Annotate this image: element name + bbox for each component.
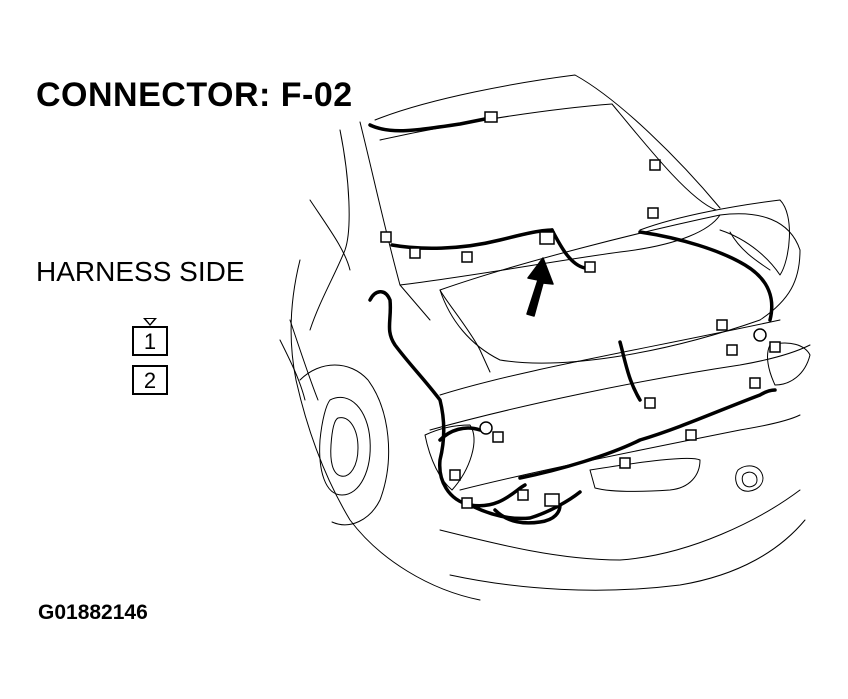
- harness-taillight-left: [438, 426, 482, 442]
- left-quarter: [289, 319, 319, 401]
- rear-panel-upper: [439, 319, 781, 396]
- connector-lock-marker-icon: [143, 318, 157, 326]
- connector-roof: [484, 111, 498, 123]
- harness-trunk-mid: [618, 340, 642, 402]
- spoiler: [639, 199, 790, 276]
- connector-right-bumper: [749, 377, 761, 389]
- bumper-bottom: [449, 519, 806, 591]
- trunk-lid-back: [759, 249, 801, 321]
- connector-upper-right: [649, 159, 661, 171]
- connector-bumper-2: [619, 457, 631, 469]
- trunk-lid-left: [439, 289, 491, 373]
- connector-trunk-1: [716, 319, 728, 331]
- connector-left-side: [449, 469, 461, 481]
- trunk-lid-top: [439, 213, 801, 291]
- connector-shelf-left: [380, 231, 392, 243]
- connector-shelf-2: [461, 251, 473, 263]
- connector-trunk-3: [769, 341, 781, 353]
- wheel-inner: [330, 417, 359, 477]
- connector-title: CONNECTOR: F-02: [36, 76, 353, 114]
- connector-pin-1: 1: [132, 326, 168, 356]
- connector-lower-3: [461, 497, 473, 509]
- connector-f02: [539, 231, 555, 245]
- c-pillar: [309, 129, 350, 331]
- connector-bumper-1: [685, 429, 697, 441]
- connector-lower-2: [544, 493, 560, 507]
- grommet-1: [479, 421, 493, 435]
- rear-window-left: [359, 121, 431, 321]
- connector-trunk-2: [726, 344, 738, 356]
- rear-window-right: [611, 103, 717, 211]
- connector-tl-left: [492, 431, 504, 443]
- harness-trunk: [638, 230, 774, 322]
- trunk-lid-front: [439, 289, 761, 364]
- connector-pin-2: 2: [132, 365, 168, 395]
- rear-window-top: [379, 103, 613, 141]
- harness-left-loop: [368, 290, 527, 508]
- figure-code: G01882146: [38, 601, 148, 624]
- shelf-line: [399, 214, 721, 286]
- connector-shelf-1: [409, 247, 421, 259]
- spoiler-stand: [729, 231, 771, 271]
- roof-outline: [374, 74, 721, 209]
- bumper-top: [459, 414, 801, 491]
- connector-shelf-3: [584, 261, 596, 273]
- tail-light-right: [767, 342, 811, 386]
- harness-roof: [368, 116, 492, 133]
- harness-lower-loop: [493, 503, 562, 525]
- location-arrow-icon: [526, 257, 554, 317]
- harness-shelf-right: [550, 228, 587, 270]
- grommet-2: [753, 328, 767, 342]
- harness-side-label: HARNESS SIDE: [36, 256, 245, 287]
- exhaust: [735, 465, 764, 492]
- tail-light-left: [424, 424, 475, 491]
- body-side-upper: [309, 199, 351, 271]
- connector-lower-1: [517, 489, 529, 501]
- bumper-lower: [439, 489, 801, 561]
- connector-spoiler: [647, 207, 659, 219]
- license-recess: [589, 457, 701, 492]
- connector-trunk-4: [644, 397, 656, 409]
- harness-bottom: [468, 490, 582, 521]
- rear-panel-top: [429, 344, 811, 431]
- harness-shelf: [390, 228, 554, 250]
- exhaust-inner: [741, 471, 758, 488]
- wheel-arch: [299, 364, 390, 526]
- wheel: [319, 397, 371, 496]
- left-quarter-2: [279, 339, 306, 401]
- harness-bumper: [518, 388, 777, 480]
